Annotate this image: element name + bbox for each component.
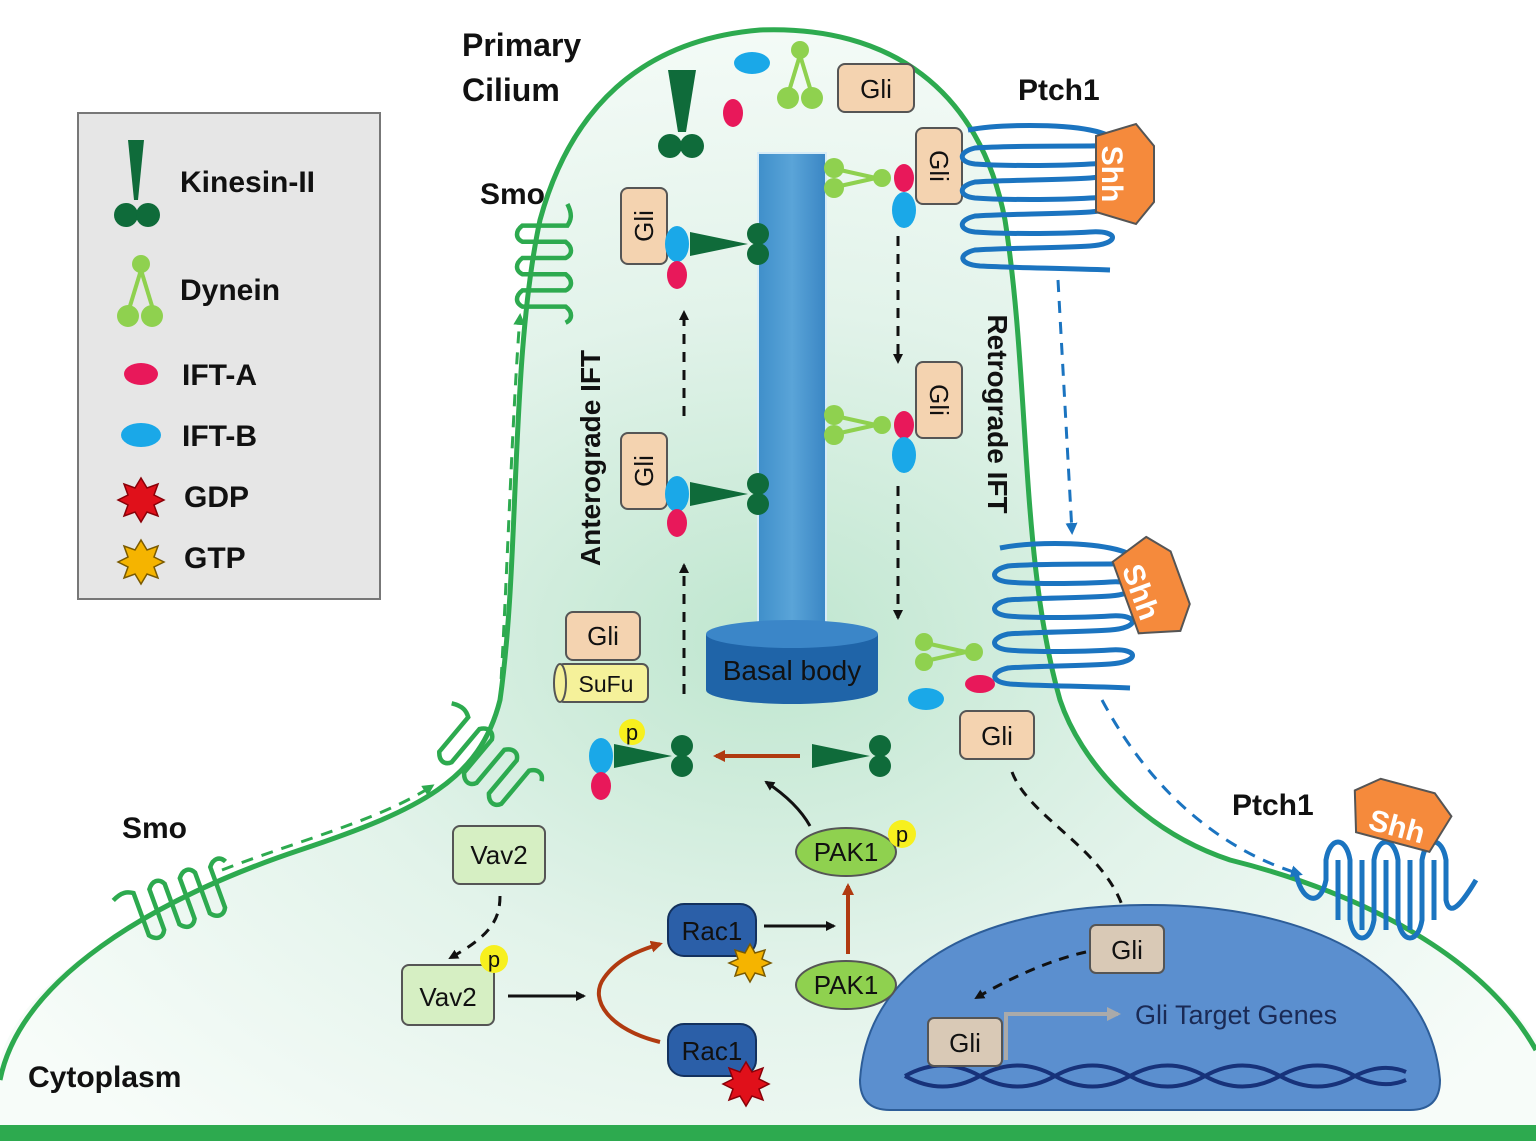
vav2-phospho-arrow xyxy=(448,895,502,960)
smo-label-cytoplasm: Smo xyxy=(122,812,187,845)
dynein-base xyxy=(915,633,983,671)
rac1-gdp: Rac1 xyxy=(667,1023,771,1108)
svg-text:Gli: Gli xyxy=(924,150,954,182)
svg-text:Gli: Gli xyxy=(1111,935,1143,965)
anterograde-complex-middle: Gli xyxy=(620,432,769,537)
svg-text:Gli: Gli xyxy=(924,384,954,416)
gtp-star-icon xyxy=(116,538,166,586)
ptch1-exit-arrow-2 xyxy=(1100,699,1303,878)
ift-b-icon xyxy=(121,423,161,447)
svg-text:p: p xyxy=(626,720,638,745)
svg-text:Gli: Gli xyxy=(949,1028,981,1058)
vav2-box-upper: Vav2 xyxy=(452,825,546,885)
ptch1-bottom xyxy=(1293,839,1479,941)
legend-box xyxy=(77,112,381,600)
smo-entry-arrow xyxy=(221,784,435,872)
rac1-activation-arrow xyxy=(596,940,663,1044)
svg-text:Gli: Gli xyxy=(629,455,659,487)
svg-text:PAK1: PAK1 xyxy=(814,970,879,1000)
dna-strand-2 xyxy=(904,1063,1407,1089)
ift-b-base xyxy=(908,688,944,710)
bottom-membrane xyxy=(0,1125,1536,1141)
smo-cilium-arrow xyxy=(498,313,526,701)
svg-text:Shh: Shh xyxy=(1095,146,1128,203)
phospho-kinesin-complex: p xyxy=(589,719,693,800)
svg-text:Vav2: Vav2 xyxy=(470,840,527,870)
anterograde-label: Anterograde IFT xyxy=(575,350,606,566)
gli-box-base: Gli xyxy=(959,710,1035,760)
svg-text:Vav2: Vav2 xyxy=(419,982,476,1012)
ift-a-icon xyxy=(124,363,158,385)
ptch1-top xyxy=(959,123,1115,273)
svg-text:PAK1: PAK1 xyxy=(814,837,879,867)
svg-text:Rac1: Rac1 xyxy=(682,916,743,946)
ift-b-free xyxy=(734,52,770,74)
vav2-box-lower: Vav2 p xyxy=(401,945,508,1026)
anterograde-complex-upper: Gli xyxy=(620,187,769,289)
legend: Kinesin-II Dynein IFT-A IFT-B GDP GTP xyxy=(77,112,381,600)
legend-label-kinesin: Kinesin-II xyxy=(180,166,315,199)
shh-top: Shh xyxy=(1095,122,1155,226)
legend-label-gtp: GTP xyxy=(184,542,246,575)
dynein-icon xyxy=(117,255,163,327)
legend-label-gdp: GDP xyxy=(184,481,249,514)
gli-target-genes-label: Gli Target Genes xyxy=(1135,1000,1337,1030)
retrograde-complex-middle: Gli xyxy=(822,361,963,473)
svg-text:Rac1: Rac1 xyxy=(682,1036,743,1066)
svg-text:Gli: Gli xyxy=(587,621,619,651)
legend-label-ift-a: IFT-A xyxy=(182,359,257,392)
svg-text:Gli: Gli xyxy=(629,210,659,242)
gli-box-nucleus-lower: Gli xyxy=(927,1017,1003,1067)
svg-text:SuFu: SuFu xyxy=(579,671,634,697)
svg-text:p: p xyxy=(896,822,908,847)
basal-body: Basal body xyxy=(706,620,878,704)
pak1-inactive: PAK1 xyxy=(795,960,897,1010)
kinesin-ii-icon xyxy=(114,140,160,227)
smo-label-cilium: Smo xyxy=(480,178,545,211)
gli-to-dna-arrow xyxy=(974,950,1087,1000)
ptch1-exit-arrow-1 xyxy=(1056,279,1078,535)
retrograde-complex-upper: Gli xyxy=(822,127,963,228)
ptch1-label-bottom: Ptch1 xyxy=(1232,789,1314,822)
ptch1-label-top: Ptch1 xyxy=(1018,74,1100,107)
primary-cilium-label-1: Primary xyxy=(462,27,581,63)
primary-cilium-label-2: Cilium xyxy=(462,72,560,108)
legend-label-dynein: Dynein xyxy=(180,274,280,307)
axoneme xyxy=(757,152,827,634)
free-kinesin-top xyxy=(658,70,704,158)
gdp-star-icon xyxy=(116,476,166,524)
cell-membrane xyxy=(0,27,1536,1081)
shh-bottom: Shh xyxy=(1353,777,1453,854)
dna-strand-1 xyxy=(904,1063,1407,1089)
ptch1-middle xyxy=(992,541,1135,691)
retrograde-label: Retrograde IFT xyxy=(982,314,1013,513)
pak1-active: PAK1 p xyxy=(795,820,916,877)
cytoplasm-label: Cytoplasm xyxy=(28,1061,181,1094)
legend-label-ift-b: IFT-B xyxy=(182,420,257,453)
ift-a-free xyxy=(723,99,743,127)
free-dynein-top xyxy=(777,41,823,109)
gli-box-nucleus-upper: Gli xyxy=(1089,924,1165,974)
basal-body-label: Basal body xyxy=(723,655,862,686)
svg-text:Gli: Gli xyxy=(981,721,1013,751)
svg-text:Gli: Gli xyxy=(860,74,892,104)
gli-nucleus-arrow xyxy=(1010,771,1130,920)
gli-box-tip: Gli xyxy=(837,63,915,113)
pak1-to-kinesin-arrow xyxy=(764,780,812,827)
gli-sufu-complex: Gli SuFu xyxy=(553,611,649,703)
svg-text:p: p xyxy=(488,947,500,972)
ift-a-base xyxy=(965,675,995,693)
rac1-gtp: Rac1 xyxy=(667,903,773,984)
transcription-arrow xyxy=(1004,1007,1121,1060)
